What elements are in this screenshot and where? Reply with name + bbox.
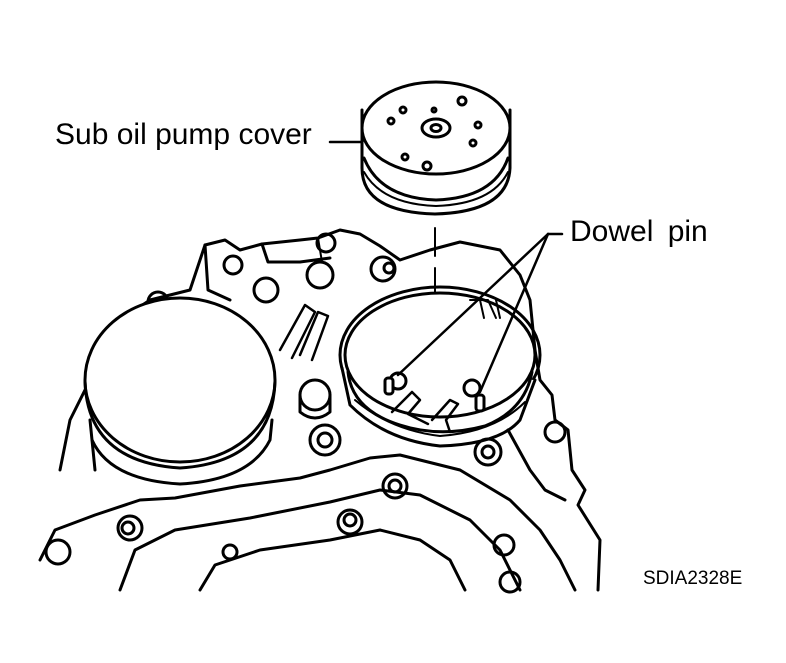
- sub-oil-pump-cover: [360, 80, 512, 216]
- dowel-pin-right: [474, 393, 486, 413]
- figure-code: SDIA2328E: [643, 568, 743, 589]
- transmission-case: [38, 228, 602, 594]
- dowel-pin-left: [383, 376, 395, 396]
- dowel-pin-leaders: [396, 232, 564, 394]
- sub-oil-pump-cover-label: Sub oil pump cover: [55, 118, 312, 151]
- dowel-pin-label: Dowel pin: [570, 215, 708, 248]
